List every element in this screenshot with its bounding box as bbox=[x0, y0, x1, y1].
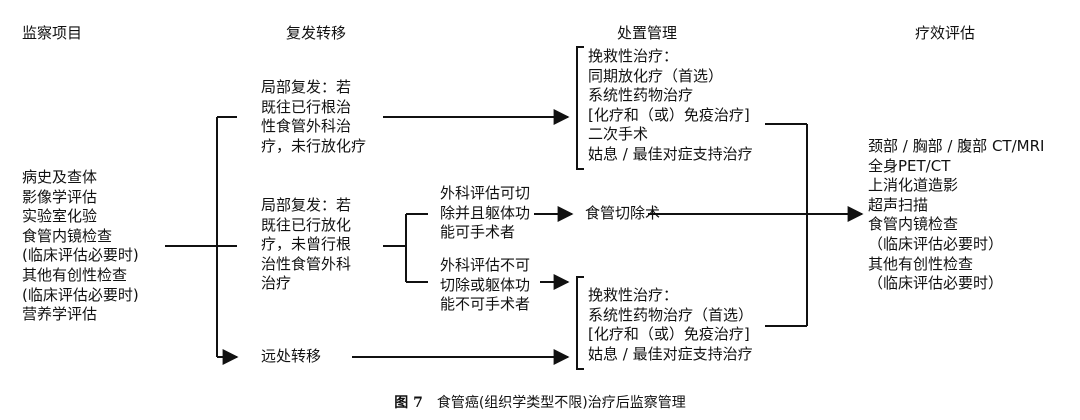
header-monitor: 监察项目 bbox=[22, 24, 83, 42]
figure-caption-text: 食管癌(组织学类型不限)治疗后监察管理 bbox=[436, 395, 686, 411]
evaluation-item: 颈部 / 胸部 / 腹部 CT/MRI bbox=[868, 137, 1045, 155]
evaluation-item: 全身PET/CT bbox=[868, 156, 951, 175]
treatment-line: 同期放化疗（首选） bbox=[588, 66, 724, 85]
recurrence-distant: 远处转移 bbox=[261, 347, 322, 365]
evaluation-item: 超声扫描 bbox=[868, 195, 929, 214]
treatment-box1: 挽救性治疗： 同期放化疗（首选） 系统性药物治疗 [化疗和（或）免疫治疗] 二次… bbox=[588, 47, 753, 165]
recurrence-line: 治性食管外科 bbox=[261, 254, 352, 273]
recurrence-line: 局部复发：若 bbox=[261, 78, 352, 96]
surgical-eval-resectable: 外科评估可切 除并且躯体功 能可手术者 bbox=[440, 184, 530, 243]
bracket-treatment-box2 bbox=[576, 276, 584, 370]
recurrence-line: 疗，未曾行根 bbox=[261, 235, 352, 254]
treatment-line: [化疗和（或）免疫治疗] bbox=[588, 105, 750, 124]
treatment-line: 系统性药物治疗（首选） bbox=[588, 305, 754, 324]
monitor-item: (临床评估必要时) bbox=[22, 285, 139, 304]
treatment-line: 挽救性治疗： bbox=[588, 286, 679, 304]
monitor-item: (临床评估必要时) bbox=[22, 246, 139, 265]
recurrence-line: 既往已行根治 bbox=[261, 97, 352, 116]
header-evaluation: 疗效评估 bbox=[915, 24, 976, 42]
header-treatment: 处置管理 bbox=[617, 24, 678, 42]
recurrence-local-radio: 局部复发：若 既往已行放化 疗，未曾行根 治性食管外科 治疗 bbox=[261, 196, 351, 294]
recurrence-line: 性食管外科治 bbox=[261, 117, 352, 136]
bracket-treatment-box1 bbox=[576, 46, 584, 170]
treatment-line: 姑息 / 最佳对症支持治疗 bbox=[588, 344, 753, 363]
eval-line: 除并且躯体功 bbox=[440, 203, 531, 222]
eval-line: 外科评估可切 bbox=[440, 184, 531, 202]
monitor-item: 实验室化验 bbox=[22, 207, 98, 226]
evaluation-items-list: 颈部 / 胸部 / 腹部 CT/MRI 全身PET/CT 上消化道造影 超声扫描… bbox=[868, 137, 1044, 294]
eval-line: 切除或躯体功 bbox=[440, 275, 531, 294]
monitor-item: 其他有创性检查 bbox=[22, 265, 128, 284]
treatment-line: 挽救性治疗： bbox=[588, 47, 679, 65]
treatment-line: 二次手术 bbox=[588, 125, 649, 144]
monitor-item: 病史及查体 bbox=[22, 168, 98, 186]
surgical-eval-unresectable: 外科评估不可 切除或躯体功 能不可手术者 bbox=[440, 256, 530, 315]
treatment-surgery: 食管切除术 bbox=[585, 204, 661, 222]
evaluation-item: （临床评估必要时） bbox=[868, 234, 1004, 253]
evaluation-item: 其他有创性检查 bbox=[868, 254, 974, 273]
treatment-line: 系统性药物治疗 bbox=[588, 86, 694, 105]
evaluation-item: 上消化道造影 bbox=[868, 176, 959, 195]
figure-caption: 图 7 食管癌(组织学类型不限)治疗后监察管理 bbox=[0, 392, 1080, 412]
eval-line: 外科评估不可 bbox=[440, 256, 531, 274]
treatment-line: [化疗和（或）免疫治疗] bbox=[588, 325, 750, 344]
evaluation-item: 食管内镜检查 bbox=[868, 215, 959, 234]
monitor-items-list: 病史及查体 影像学评估 实验室化验 食管内镜检查 (临床评估必要时) 其他有创性… bbox=[22, 168, 139, 325]
recurrence-local-no-radio: 局部复发：若 既往已行根治 性食管外科治 疗，未行放化疗 bbox=[261, 78, 366, 156]
recurrence-line: 既往已行放化 bbox=[261, 215, 352, 234]
recurrence-line: 疗，未行放化疗 bbox=[261, 136, 367, 155]
eval-line: 能可手术者 bbox=[440, 223, 516, 242]
monitor-item: 食管内镜检查 bbox=[22, 226, 113, 245]
recurrence-line: 局部复发：若 bbox=[261, 196, 352, 214]
treatment-line: 姑息 / 最佳对症支持治疗 bbox=[588, 144, 753, 163]
eval-line: 能不可手术者 bbox=[440, 295, 531, 314]
monitor-item: 营养学评估 bbox=[22, 305, 98, 324]
treatment-box2: 挽救性治疗： 系统性药物治疗（首选） [化疗和（或）免疫治疗] 姑息 / 最佳对… bbox=[588, 286, 753, 364]
recurrence-line: 治疗 bbox=[261, 274, 292, 293]
monitor-item: 影像学评估 bbox=[22, 187, 98, 206]
evaluation-item: （临床评估必要时） bbox=[868, 274, 1004, 293]
header-recurrence: 复发转移 bbox=[286, 24, 347, 42]
figure-number: 图 7 bbox=[394, 395, 423, 411]
